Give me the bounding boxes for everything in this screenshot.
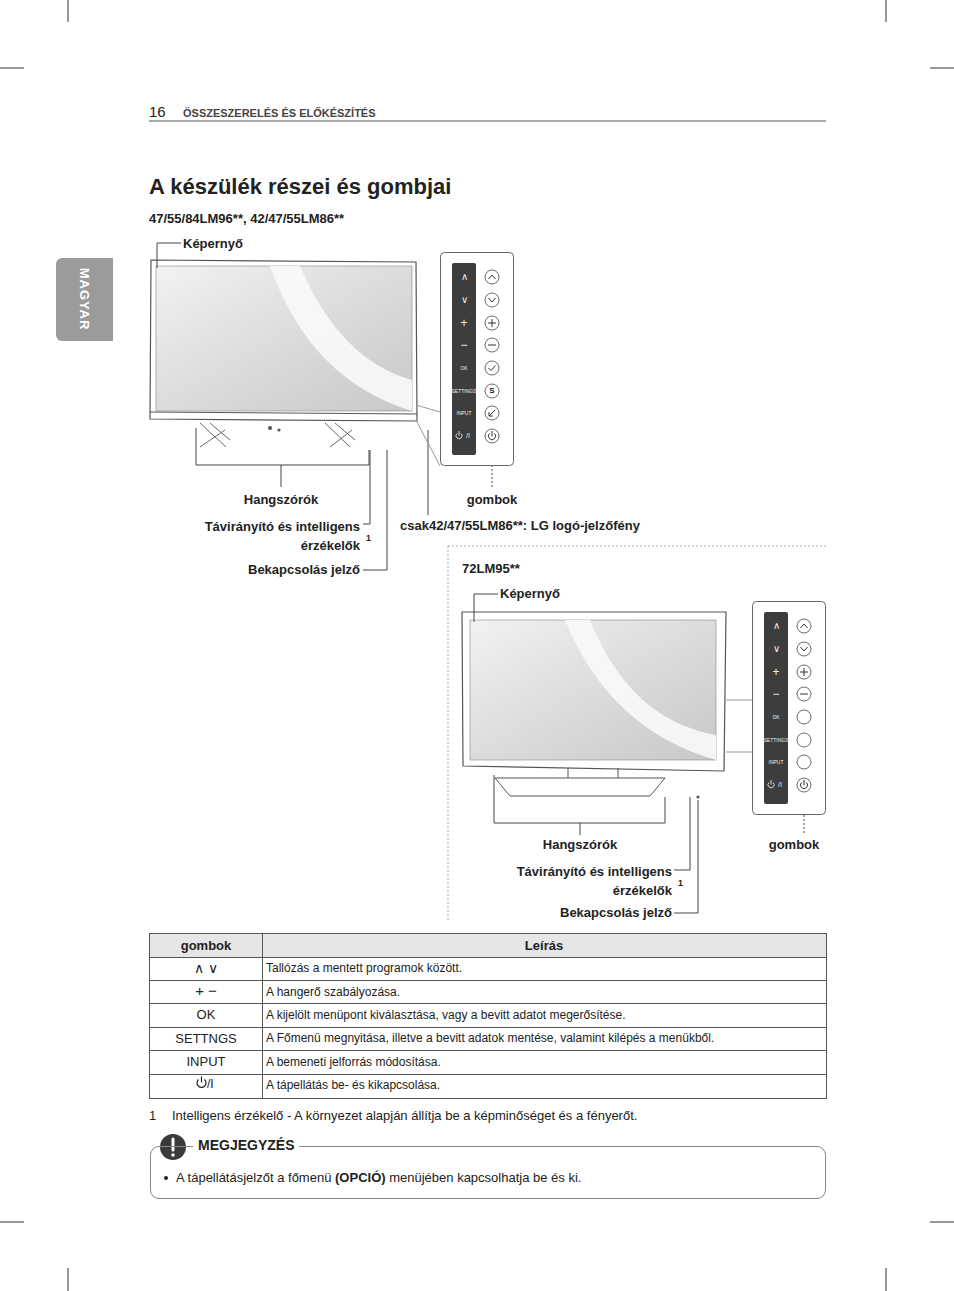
page-title: A készülék részei és gombjai [149, 174, 451, 200]
text-label: INPUT [457, 410, 472, 416]
text-label: gombok [467, 492, 518, 508]
text-label: − [772, 687, 779, 701]
text-label: INPUT [187, 1054, 226, 1070]
button-table [150, 934, 827, 1099]
text-label: 47/55/84LM96**, 42/47/55LM86** [149, 211, 344, 227]
text-label: ∧ ∨ [194, 960, 218, 977]
warning-icon [160, 1134, 186, 1160]
text-label: /I [778, 781, 782, 789]
text-label: Intelligens érzékelő - A környezet alapj… [172, 1108, 637, 1124]
note-text: menüjében kapcsolhatja be és ki. [389, 1170, 581, 1185]
text-label: OK [772, 714, 779, 720]
button-panel: ∧ ∨ + − OK SETTINGS INPUT/I S [440, 252, 514, 466]
text-label: A kijelölt menüpont kiválasztása, vagy a… [266, 1008, 626, 1022]
tv-illustration [150, 260, 417, 447]
text-label: ∨ [773, 643, 780, 655]
text-label: − [460, 338, 467, 352]
text-label: + − [195, 982, 217, 1000]
note-text-line: A tápellátásjelzőt a főmenü (OPCIÓ)menüjé… [176, 1170, 581, 1186]
text-label: MAGYAR [76, 268, 92, 331]
text-label: /I [466, 432, 470, 440]
note-text: A tápellátásjelzőt a főmenü [176, 1170, 331, 1185]
node-shape [752, 601, 826, 815]
divider [448, 546, 826, 920]
text-label: gombok [769, 837, 820, 853]
text-label: Távirányító és intelligens érzékelők [487, 862, 672, 900]
text-label: A bemeneti jelforrás módosítása. [266, 1055, 441, 1069]
text-label: Tallózás a mentett programok között. [266, 961, 462, 975]
text-label: A tápellátás be- és kikapcsolása. [266, 1078, 440, 1092]
text-label: csak42/47/55LM86**: LG logó-jelzőfény [400, 518, 640, 534]
text-label: 1 [366, 533, 371, 544]
tv-illustration-2 [462, 612, 726, 799]
text-label: Bekapcsolás jelző [560, 905, 672, 921]
text-label: gombok [181, 938, 232, 954]
text-label: A hangerő szabályozása. [266, 985, 400, 999]
text-label: SETTINGS [763, 737, 788, 743]
text-label: 1 [678, 878, 683, 889]
text-label: ∧ [461, 271, 468, 283]
node-shape [440, 252, 514, 466]
button-panel: ∧ ∨ + − OK SETTINGS INPUT/I [752, 601, 826, 815]
text-label: ÖSSZESZERELÉS ÉS ELŐKÉSZÍTÉS [183, 107, 376, 120]
text-label: ∨ [461, 294, 468, 306]
text-label: Hangszórók [543, 837, 617, 853]
text-label: Képernyő [183, 236, 243, 252]
header-rule [149, 121, 826, 122]
text-label: Leírás [525, 938, 563, 954]
text-label: INPUT [769, 759, 784, 765]
text-label: OK [197, 1007, 216, 1023]
text-label: + [460, 316, 467, 330]
language-tab: MAGYAR [56, 258, 113, 341]
text-label: OK [460, 365, 467, 371]
text-label: 72LM95** [462, 561, 520, 577]
text-label: Bekapcsolás jelző [248, 562, 360, 578]
bullet-dot [164, 1176, 168, 1180]
text-label: ∧ [773, 620, 780, 632]
note-text: (OPCIÓ) [335, 1170, 386, 1185]
text-label: 16 [149, 103, 166, 121]
text-label: 1 [149, 1108, 156, 1124]
text-label: MEGJEGYZÉS [193, 1137, 299, 1154]
text-label: + [772, 665, 779, 679]
text-label: Hangszórók [244, 492, 318, 508]
text-label: SETTINGS [451, 388, 476, 394]
text-label: Képernyő [500, 586, 560, 602]
text-label: S [489, 386, 494, 396]
text-label: /I [207, 1077, 214, 1091]
note-box: MEGJEGYZÉSA tápellátásjelzőt a főmenü(OP… [150, 1146, 826, 1199]
text-label: Távirányító és intelligens érzékelők [175, 517, 360, 555]
text-label: SETTNGS [175, 1031, 236, 1047]
text-label: A Főmenü megnyitása, illetve a bevitt ad… [266, 1031, 714, 1045]
